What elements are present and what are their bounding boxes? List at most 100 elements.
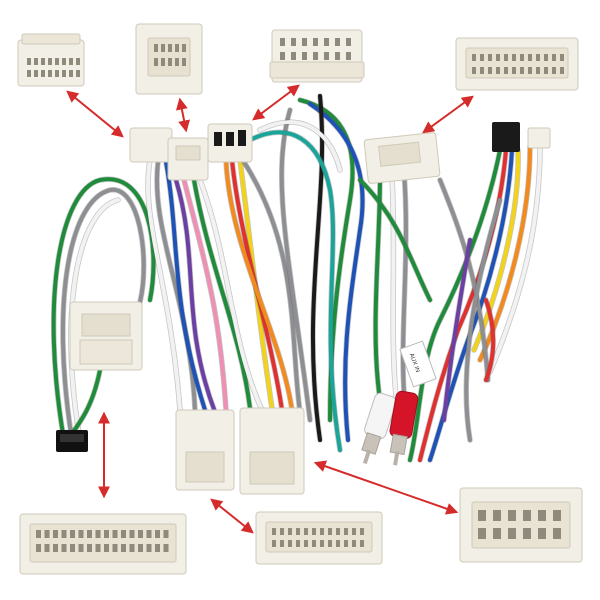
- wire-white: [488, 144, 542, 374]
- connector-pin: [313, 52, 318, 60]
- connector-pin: [121, 530, 126, 538]
- connector-pin: [480, 54, 484, 61]
- connector-pin: [544, 67, 548, 74]
- harness-connector-multi-top: [207, 123, 253, 163]
- wire-bundle: [50, 93, 543, 463]
- connector-pin: [78, 544, 84, 552]
- connector-pin: [112, 544, 118, 552]
- connector-pin: [536, 67, 540, 74]
- connector-pin: [76, 58, 80, 65]
- connector-pin: [560, 67, 564, 74]
- connector-pin: [296, 528, 300, 535]
- arrow-top-left: [66, 90, 124, 138]
- connector-pin: [320, 528, 324, 535]
- wire-white: [146, 158, 182, 412]
- connector-pin: [538, 528, 546, 539]
- wire-green: [358, 178, 432, 302]
- connector-pin: [87, 530, 92, 538]
- connector-pin: [553, 528, 561, 539]
- connector-pin: [163, 530, 169, 538]
- connector-pin: [53, 530, 58, 538]
- connector-pin: [328, 540, 332, 547]
- harness-connector-black-small: [56, 430, 88, 452]
- wire-purple: [442, 238, 472, 422]
- connector-pin: [512, 54, 516, 61]
- wire-shadow: [257, 119, 343, 173]
- rca-plug-white: [361, 392, 397, 465]
- connector-pin: [336, 540, 340, 547]
- connector-pin: [508, 528, 516, 539]
- wire-gray: [279, 108, 312, 422]
- wire-red: [484, 298, 496, 382]
- connector-pin: [280, 38, 285, 46]
- harness-connector-small-top: [129, 127, 209, 181]
- connector-pin: [34, 58, 38, 65]
- connector-pin: [163, 544, 169, 552]
- connector-pin: [44, 530, 50, 538]
- connector-pin: [41, 70, 45, 77]
- connector-pin: [36, 544, 41, 552]
- connector-pin: [70, 530, 75, 538]
- wire-pink: [182, 178, 228, 412]
- connector-pin: [78, 530, 84, 538]
- connector-pin: [155, 544, 160, 552]
- connector-pin: [104, 544, 109, 552]
- connector-pin: [76, 70, 80, 77]
- wire-gray: [401, 170, 408, 394]
- connector-pin: [488, 54, 492, 61]
- connector-pin: [53, 544, 58, 552]
- connector-pin: [336, 528, 340, 535]
- connector-pin: [360, 528, 364, 535]
- connector-pin: [121, 544, 126, 552]
- arrow-top-center: [252, 84, 300, 121]
- connector-pin: [320, 540, 324, 547]
- connector-pin: [55, 58, 59, 65]
- connector-pin: [34, 70, 38, 77]
- connector-pin: [27, 58, 31, 65]
- connector-pin: [61, 530, 67, 538]
- connector-pin: [560, 54, 564, 61]
- connector-pin: [129, 530, 135, 538]
- connector-16pin-bottom-right: [459, 487, 583, 563]
- connector-pin: [504, 54, 508, 61]
- connector-pin: [44, 544, 50, 552]
- connector-pin: [280, 528, 284, 535]
- connector-pin: [70, 544, 75, 552]
- connector-pin: [553, 510, 561, 521]
- connector-pin: [95, 530, 101, 538]
- connector-pin: [48, 70, 52, 77]
- connector-pin: [154, 44, 158, 52]
- arrow-top-center-left: [175, 97, 191, 133]
- wire-gray: [242, 160, 302, 414]
- connector-pin: [182, 44, 186, 52]
- wire-orange: [224, 158, 294, 412]
- callout-arrows: [66, 84, 474, 534]
- arrow-bottom-right: [313, 460, 459, 515]
- connector-pin: [344, 540, 348, 547]
- connector-pin: [168, 58, 172, 66]
- connector-pin: [272, 528, 276, 535]
- connector-pin: [61, 544, 67, 552]
- connector-pin: [69, 58, 73, 65]
- connector-pin: [552, 54, 556, 61]
- connector-pin: [129, 544, 135, 552]
- rca-plug-red: [389, 390, 419, 466]
- connector-pin: [112, 530, 118, 538]
- connector-pin: [138, 530, 143, 538]
- connector-pin: [104, 530, 109, 538]
- connector-pin: [272, 540, 276, 547]
- connector-pin: [302, 52, 307, 60]
- connector-pin: [312, 540, 316, 547]
- wire-green: [192, 178, 252, 410]
- connector-pin: [523, 510, 531, 521]
- connector-pin: [302, 38, 307, 46]
- connector-pin: [175, 58, 179, 66]
- connector-pin: [536, 54, 540, 61]
- wire-white: [390, 174, 398, 398]
- connector-pin: [352, 540, 356, 547]
- harness-connector-large-left: [69, 301, 143, 371]
- connector-pin: [62, 70, 66, 77]
- connector-pin: [296, 540, 300, 547]
- connector-pin: [95, 544, 101, 552]
